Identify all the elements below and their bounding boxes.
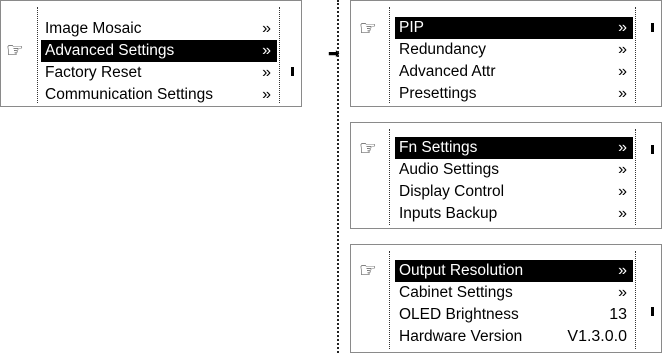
menu-item-image-mosaic[interactable]: Image Mosaic »	[41, 18, 277, 40]
menu-item-fn-settings[interactable]: Fn Settings »	[395, 137, 633, 159]
right-arrow-icon: ➡	[328, 45, 340, 61]
chevron-right-icon: »	[618, 161, 627, 178]
chevron-right-icon: »	[618, 205, 627, 222]
menu-item-output-resolution[interactable]: Output Resolution »	[395, 260, 633, 282]
pointing-hand-icon: ☞	[359, 138, 377, 160]
chevron-right-icon: »	[262, 86, 271, 103]
scroll-indicator	[651, 307, 654, 316]
scroll-indicator	[291, 67, 294, 76]
menu-item-hardware-version[interactable]: Hardware Version V1.3.0.0	[395, 326, 633, 348]
menu-item-advanced-attr[interactable]: Advanced Attr »	[395, 61, 633, 83]
column-divider	[337, 0, 339, 353]
chevron-right-icon: »	[262, 64, 271, 81]
chevron-right-icon: »	[262, 42, 271, 59]
chevron-right-icon: »	[262, 20, 271, 37]
menu-right-border	[635, 251, 636, 349]
main-menu-panel: ☞ Image Mosaic » Advanced Settings » Fac…	[0, 0, 302, 107]
menu-item-communication-settings[interactable]: Communication Settings »	[41, 84, 277, 106]
submenu-panel-2: ☞ Fn Settings » Audio Settings » Display…	[350, 122, 662, 229]
oled-brightness-value: 13	[609, 306, 627, 323]
submenu-panel-1: ☞ PIP » Redundancy » Advanced Attr » Pre…	[350, 0, 662, 107]
menu-item-display-control[interactable]: Display Control »	[395, 181, 633, 203]
scroll-indicator	[651, 145, 654, 154]
menu-right-border	[279, 7, 280, 103]
chevron-right-icon: »	[618, 85, 627, 102]
pointing-hand-icon: ☞	[359, 260, 377, 282]
menu-item-oled-brightness[interactable]: OLED Brightness 13	[395, 304, 633, 326]
chevron-right-icon: »	[618, 63, 627, 80]
menu-left-border	[389, 251, 390, 349]
menu-item-audio-settings[interactable]: Audio Settings »	[395, 159, 633, 181]
menu-item-advanced-settings[interactable]: Advanced Settings »	[41, 40, 277, 62]
menu-left-border	[389, 129, 390, 225]
chevron-right-icon: »	[618, 19, 627, 36]
menu-left-border	[37, 7, 38, 103]
pointing-hand-icon: ☞	[6, 40, 24, 62]
menu-item-factory-reset[interactable]: Factory Reset »	[41, 62, 277, 84]
chevron-right-icon: »	[618, 262, 627, 279]
chevron-right-icon: »	[618, 284, 627, 301]
hardware-version-value: V1.3.0.0	[567, 328, 627, 345]
menu-item-presettings[interactable]: Presettings »	[395, 83, 633, 105]
menu-right-border	[635, 129, 636, 225]
scroll-indicator	[651, 23, 654, 32]
menu-left-border	[389, 7, 390, 103]
chevron-right-icon: »	[618, 41, 627, 58]
menu-item-cabinet-settings[interactable]: Cabinet Settings »	[395, 282, 633, 304]
chevron-right-icon: »	[618, 139, 627, 156]
menu-item-pip[interactable]: PIP »	[395, 17, 633, 39]
pointing-hand-icon: ☞	[359, 18, 377, 40]
menu-item-redundancy[interactable]: Redundancy »	[395, 39, 633, 61]
submenu-panel-3: ☞ Output Resolution » Cabinet Settings »…	[350, 244, 662, 353]
chevron-right-icon: »	[618, 183, 627, 200]
menu-right-border	[635, 7, 636, 103]
menu-item-inputs-backup[interactable]: Inputs Backup »	[395, 203, 633, 225]
